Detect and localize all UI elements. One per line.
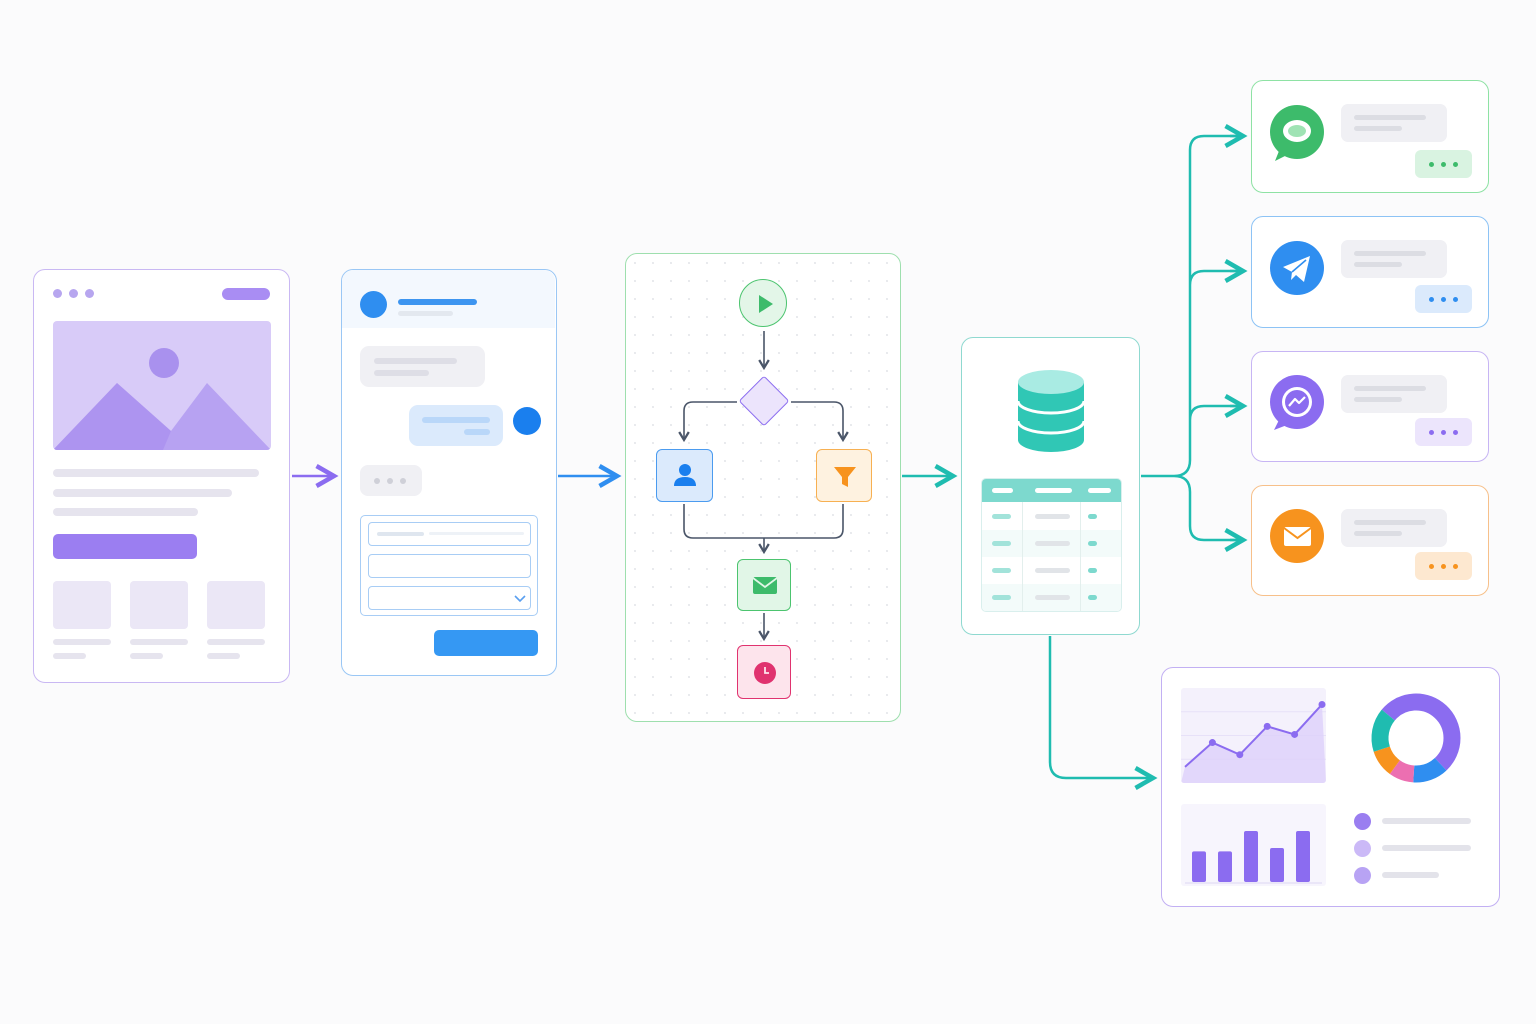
arrow-database-to-analytics [1048,636,1158,790]
text-line [130,639,188,645]
donut-slice [1389,759,1415,783]
line-point [1291,730,1299,738]
typing-indicator [360,465,422,496]
bar-chart-icon [1181,804,1326,886]
bar-mark [1244,831,1258,882]
outgoing-message [409,405,503,446]
chevron-down-icon [514,595,526,603]
line-point [1263,722,1271,730]
nav-pill [222,288,270,300]
database-card[interactable] [961,337,1140,635]
filter-icon[interactable] [816,449,872,502]
branch-connectors [1141,134,1243,542]
text-line [53,653,86,659]
image-placeholder-icon [53,348,271,450]
legend-line [1382,845,1471,851]
feature-tile [207,581,265,629]
hero-image [53,321,271,450]
bar-mark [1192,851,1206,882]
text-line [207,653,240,659]
line-point [1236,751,1244,759]
legend-swatch [1354,813,1371,830]
user-icon[interactable] [656,449,713,502]
user-avatar [513,407,541,435]
chat-form-card[interactable] [341,269,557,676]
table-header [982,479,1121,502]
donut-chart-icon [1371,693,1461,783]
header-subtitle-line [398,311,453,316]
incoming-message [360,346,485,387]
bar-mark [1296,831,1310,882]
typing-badge [1415,418,1472,446]
line-series [1184,703,1323,768]
messenger-icon [1270,375,1324,430]
cta-button[interactable] [53,534,197,559]
database-icon [1016,370,1086,452]
table-row [982,503,1121,530]
chat-bubble-icon [1270,105,1324,161]
form-input[interactable] [368,554,531,578]
typing-badge [1415,150,1472,178]
donut-slice [1381,693,1461,771]
table-row [982,584,1121,611]
text-line [130,653,163,659]
line-point [1208,739,1216,747]
workflow-connectors [678,331,849,642]
text-line [53,469,259,477]
channel-card-whatsapp[interactable] [1251,80,1489,193]
avatar-icon [360,291,387,318]
text-line [53,489,232,497]
mail-icon[interactable] [737,559,791,611]
envelope-icon [1270,509,1324,563]
clock-icon[interactable] [737,645,791,699]
donut-slice [1373,746,1401,774]
donut-slice [1371,709,1396,752]
typing-badge [1415,285,1472,313]
feature-tile [130,581,188,629]
table-row [982,557,1121,584]
window-dot [85,289,94,298]
legend-line [1382,818,1471,824]
line-chart-icon [1181,688,1326,783]
legend-swatch [1354,867,1371,884]
analytics-dashboard-card[interactable] [1161,667,1500,907]
feature-tile [53,581,111,629]
play-icon[interactable] [739,279,787,327]
legend-line [1382,872,1439,878]
legend-swatch [1354,840,1371,857]
form-select[interactable] [368,586,531,610]
typing-badge [1415,552,1472,580]
landing-page-card[interactable] [33,269,290,683]
channel-card-messenger[interactable] [1251,351,1489,462]
message-preview [1341,509,1447,547]
window-dot [53,289,62,298]
donut-slice [1413,757,1447,783]
form-panel [360,515,538,616]
workflow-builder-card[interactable] [625,253,901,722]
data-table [981,478,1122,612]
line-point [1318,700,1326,708]
channel-card-telegram[interactable] [1251,216,1489,328]
submit-button[interactable] [434,630,538,656]
message-preview [1341,104,1447,142]
table-row [982,530,1121,557]
text-line [207,639,265,645]
channel-card-email[interactable] [1251,485,1489,596]
message-preview [1341,375,1447,413]
paper-plane-icon [1270,241,1324,295]
text-line [53,639,111,645]
window-dot [69,289,78,298]
form-input[interactable] [368,522,531,546]
header-title-line [398,299,477,305]
bar-mark [1270,848,1284,882]
text-line [53,508,198,516]
message-preview [1341,240,1447,278]
bar-mark [1218,851,1232,882]
